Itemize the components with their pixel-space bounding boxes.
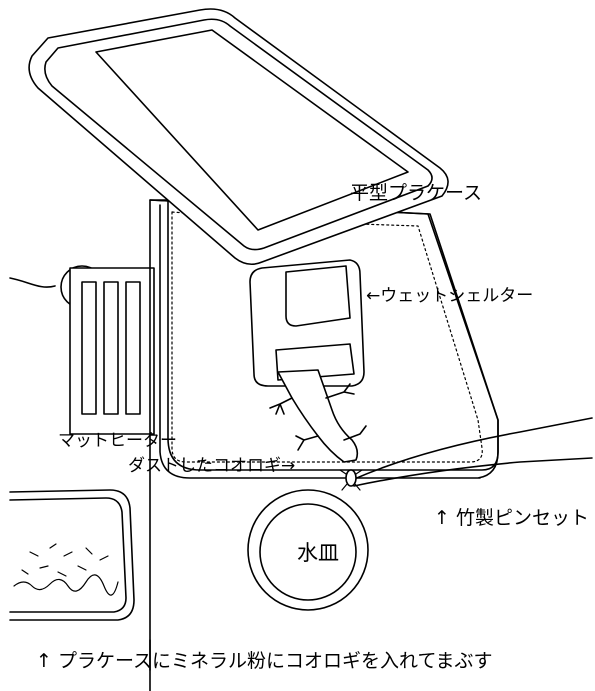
label-wet-shelter: ←ウェットシェルター bbox=[366, 286, 534, 306]
bamboo-tweezers bbox=[351, 417, 593, 487]
shelter-top bbox=[285, 265, 351, 327]
cricket-legs bbox=[339, 469, 363, 491]
heater-strip bbox=[125, 281, 141, 415]
dusted-cricket bbox=[339, 469, 363, 491]
water-bowl bbox=[247, 489, 369, 611]
shelter-opening bbox=[275, 343, 355, 381]
caption: ↑ プラケースにミネラル粉にコオロギを入れてまぶす bbox=[36, 650, 493, 672]
label-mat-heater: マットヒーター bbox=[58, 431, 177, 451]
heater-strip bbox=[103, 281, 119, 415]
case-top bbox=[95, 29, 409, 231]
powder-case bbox=[9, 489, 135, 621]
label-flat-lid-case: 平型プラケース bbox=[350, 182, 483, 204]
flat-plastic-case bbox=[28, 8, 449, 266]
label-bamboo-tweezers: ↑ 竹製ピンセット bbox=[434, 507, 589, 529]
bowl-outer-rim bbox=[247, 489, 369, 611]
label-dusted-cricket: ダストしたコオロギ→ bbox=[128, 456, 296, 476]
tweezers-arm bbox=[353, 457, 593, 487]
wet-shelter bbox=[249, 259, 365, 387]
heater-cord bbox=[9, 277, 56, 288]
powder-case-inner bbox=[9, 497, 127, 613]
label-water-bowl: 水皿 bbox=[297, 541, 339, 565]
gecko bbox=[269, 369, 367, 463]
gecko-leg bbox=[295, 435, 319, 451]
mat-heater bbox=[9, 265, 155, 435]
tweezers-arm bbox=[351, 417, 593, 481]
powder-case-outline bbox=[9, 489, 135, 621]
powder-surface bbox=[13, 574, 119, 596]
shelter-body bbox=[249, 259, 365, 387]
gecko-leg bbox=[325, 383, 355, 399]
cricket-body bbox=[345, 469, 357, 487]
gecko-leg bbox=[269, 397, 293, 415]
bowl-inner-rim bbox=[259, 503, 357, 601]
heater-strip bbox=[81, 281, 97, 415]
case-outer bbox=[28, 8, 449, 266]
gecko-body bbox=[277, 369, 359, 463]
cage-outline bbox=[149, 199, 499, 479]
gecko-leg bbox=[343, 425, 367, 441]
powder-specks bbox=[21, 543, 109, 577]
case-rim bbox=[44, 18, 433, 251]
